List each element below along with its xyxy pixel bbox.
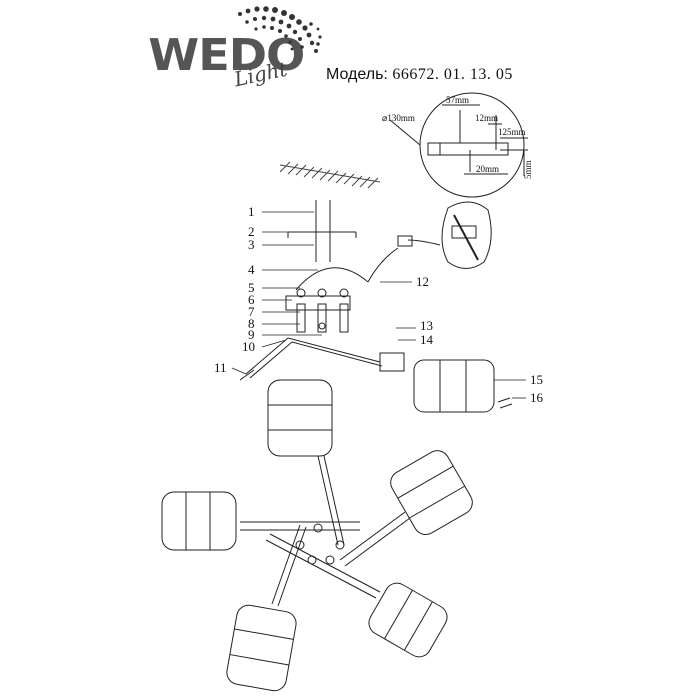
callout-leaders [231,211,526,399]
mount-parts [285,200,399,333]
part-3: 3 [248,237,255,252]
dim-d1: 57mm [446,95,469,105]
shade-bottom-right [368,582,448,658]
dim-d2: 12mm [475,113,498,123]
part-numbers: 1 2 3 4 5 6 7 8 9 10 11 12 13 14 15 16 [214,204,544,405]
part-4: 4 [248,262,255,277]
part-16: 16 [530,390,544,405]
model-line: Модель: 66672. 01. 13. 05 [326,66,513,84]
part-5: 5 [248,280,255,295]
part-13: 13 [420,318,433,333]
ceiling-hatch [279,161,381,189]
detail-magnifier [389,92,528,198]
dim-d3: 125mm [498,127,526,137]
shade-bottom-left [226,604,297,692]
part-10: 10 [242,339,255,354]
dim-diameter: ⌀130mm [382,113,415,123]
part-7: 7 [248,304,255,319]
part-11: 11 [214,360,227,375]
part-2: 2 [248,224,255,239]
brand-logo: WEDO [148,30,305,81]
part-12: 12 [416,274,429,289]
part-14: 14 [420,332,434,347]
part-8: 8 [248,316,255,331]
part-1: 1 [248,204,255,219]
dim-d5: 5mm [523,160,533,179]
model-label: Модель: [326,66,388,83]
shade-left [161,491,237,551]
logo-dots [238,6,322,53]
shade-right [390,450,473,536]
shade-top [267,379,333,457]
arm-exploded [239,337,513,413]
part-6: 6 [248,292,255,307]
model-number: 66672. 01. 13. 05 [392,66,513,83]
dim-d4: 20mm [476,164,499,174]
part-9: 9 [248,327,255,342]
assembled-chandelier [161,379,473,692]
part-15: 15 [530,372,543,387]
wiring-bubble [397,201,492,269]
